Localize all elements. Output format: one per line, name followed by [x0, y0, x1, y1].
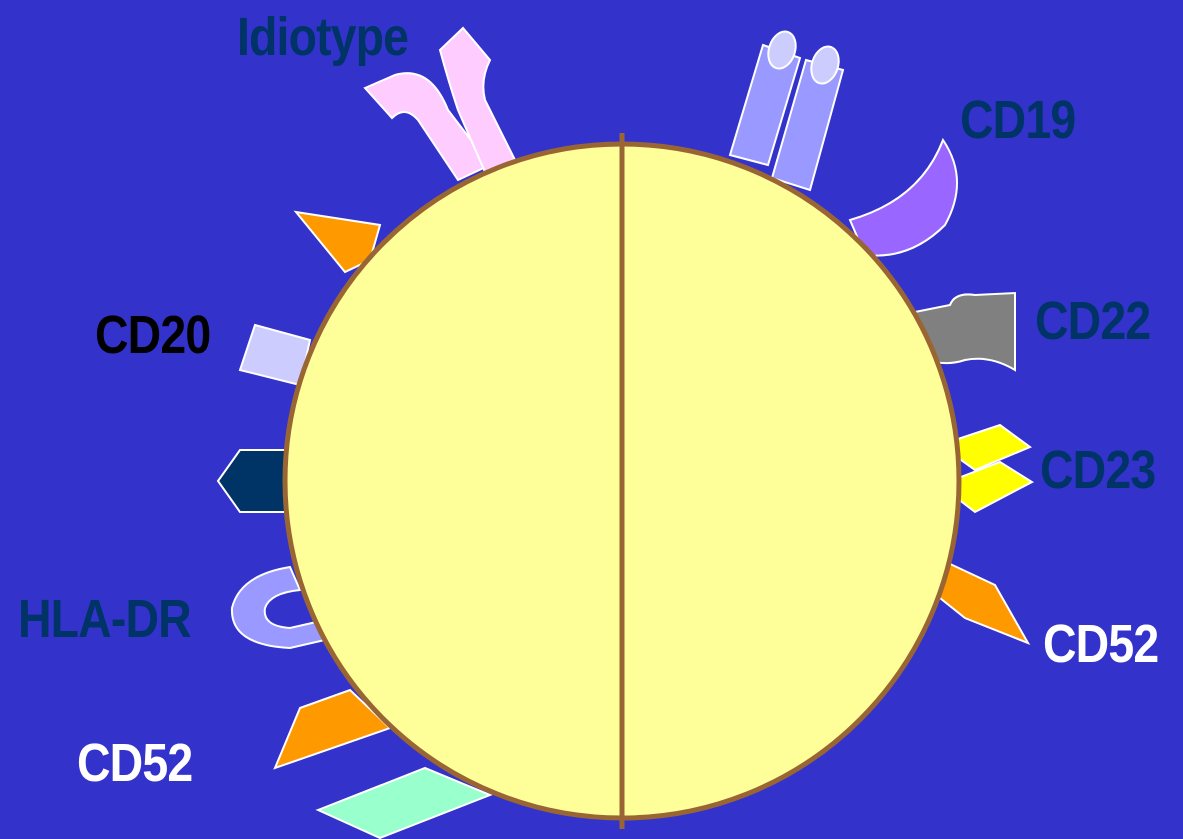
label-cd22: CD22 — [1035, 294, 1150, 348]
label-hla-dr: HLA-DR — [18, 592, 191, 646]
label-cd19: CD19 — [960, 93, 1075, 147]
label-cd52-right: CD52 — [1043, 617, 1158, 671]
label-cd20: CD20 — [95, 308, 210, 362]
label-cd23: CD23 — [1040, 443, 1155, 497]
label-idiotype: Idiotype — [237, 10, 408, 64]
label-cd52-left: CD52 — [77, 736, 192, 790]
cd19-hook-antigen — [850, 140, 957, 256]
